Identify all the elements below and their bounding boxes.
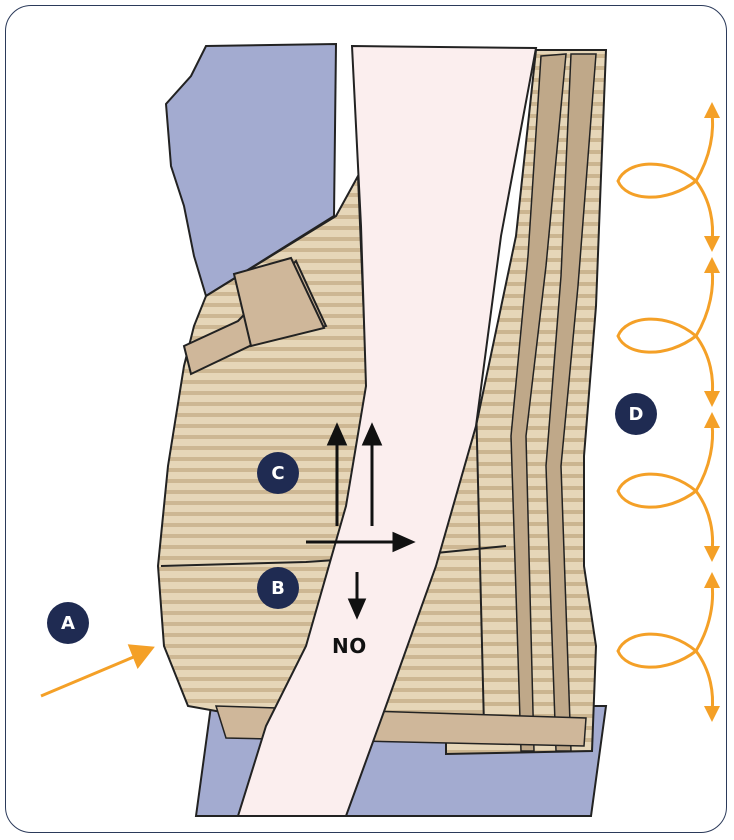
loop-arrow-4 <box>618 572 720 722</box>
badge-b: B <box>258 568 298 608</box>
badge-d: D <box>616 394 656 434</box>
loop-arrow-1 <box>618 102 720 252</box>
arrow-a <box>41 646 152 696</box>
badge-a: A <box>48 603 88 643</box>
diagram-frame: A B C D NO <box>5 5 727 833</box>
no-label: NO <box>332 634 367 658</box>
loop-arrow-2 <box>618 257 720 407</box>
badge-c: C <box>258 453 298 493</box>
loop-arrow-3 <box>618 412 720 562</box>
